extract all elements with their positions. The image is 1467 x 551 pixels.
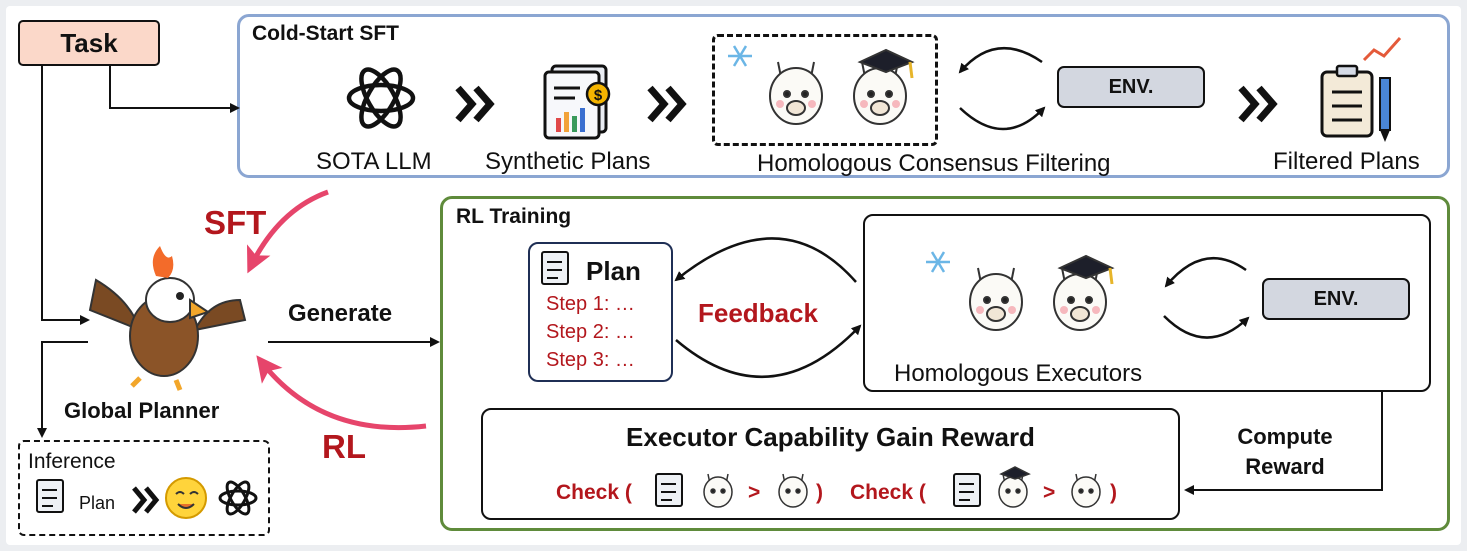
check-1-label: Check (: [556, 481, 632, 504]
task-connectors: [37, 66, 1383, 495]
env-box-sft: ENV.: [1057, 66, 1205, 108]
synthetic-plans-icon: $: [543, 64, 611, 140]
global-planner-label: Global Planner: [64, 398, 220, 423]
llama-icon: [769, 48, 1115, 331]
rl-training-title: RL Training: [456, 205, 572, 228]
plan-step-2: Step 2: …: [546, 321, 635, 343]
svg-text:$: $: [594, 87, 603, 104]
plan-step-3: Step 3: …: [546, 349, 635, 371]
sft-rl-arrows: [246, 189, 427, 431]
openai-icon: [346, 67, 416, 129]
feedback-label: Feedback: [698, 298, 818, 328]
plan-title: Plan: [586, 256, 641, 286]
eagle-planner-icon: [88, 246, 247, 391]
rl-label: RL: [322, 428, 366, 465]
generate-label: Generate: [288, 300, 393, 327]
reward-box: [481, 408, 1180, 520]
check-2-gt: >: [1043, 481, 1056, 504]
env-cycle-arrows: [958, 46, 1250, 339]
check-2-close: ): [1110, 481, 1117, 504]
inference-icons: [132, 477, 258, 519]
synthetic-plans-label: Synthetic Plans: [485, 148, 651, 175]
compute-label: Compute: [1237, 424, 1333, 449]
reward-title: Executor Capability Gain Reward: [626, 422, 1035, 452]
filtered-plans-icon: [1320, 37, 1402, 142]
plan-step-1: Step 1: …: [546, 293, 635, 315]
filtered-plans-label: Filtered Plans: [1273, 148, 1420, 175]
check-2-label: Check (: [850, 481, 926, 504]
cold-start-title: Cold-Start SFT: [252, 22, 399, 45]
reward-llama-icons: [703, 466, 1101, 508]
inference-title: Inference: [28, 450, 116, 473]
env-label-rl: ENV.: [1313, 287, 1359, 310]
check-1-close: ): [816, 481, 823, 504]
double-chevron-icon: [455, 85, 1278, 123]
check-1-gt: >: [748, 481, 761, 504]
task-box: Task: [18, 20, 160, 66]
env-label-sft: ENV.: [1108, 75, 1154, 98]
feedback-arrows: [674, 237, 862, 378]
task-label: Task: [60, 27, 118, 58]
plan-doc-icon: [36, 251, 981, 513]
reward-label: Reward: [1245, 454, 1325, 479]
homologous-executors-box: [863, 214, 1431, 392]
snowflake-icon: [728, 45, 950, 273]
consensus-filtering-label: Homologous Consensus Filtering: [757, 150, 1111, 177]
inference-box: [18, 440, 270, 536]
homologous-executors-label: Homologous Executors: [894, 360, 1143, 387]
env-box-rl: ENV.: [1262, 278, 1410, 320]
sft-label: SFT: [204, 204, 267, 241]
inference-plan-label: Plan: [79, 493, 116, 513]
sota-llm-label: SOTA LLM: [316, 148, 432, 175]
consensus-dashed-box: [712, 34, 938, 146]
